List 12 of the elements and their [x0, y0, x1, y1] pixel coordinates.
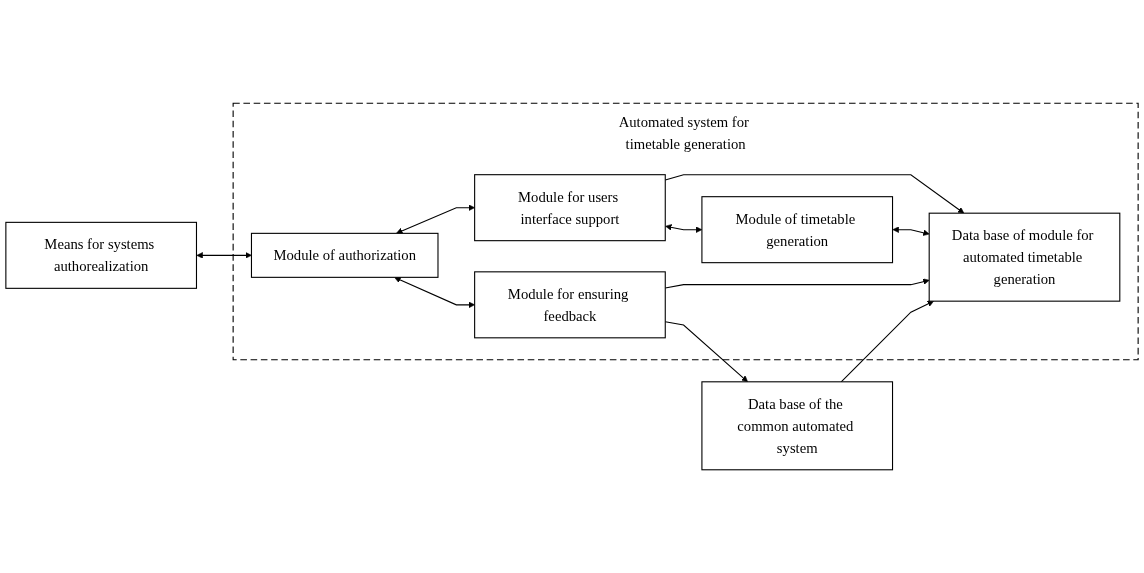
node-box: Module of authorization [250, 232, 439, 278]
arrow [396, 204, 475, 234]
arrow [840, 300, 934, 383]
node-box: Module for users interface support [474, 174, 666, 242]
node-box: Means for systems authorealization [5, 221, 198, 289]
arrow [892, 226, 930, 236]
arrow [196, 252, 252, 259]
node-box: Data base of the common automated system [701, 381, 894, 471]
node-box: Data base of module for automated timetable generation [928, 212, 1121, 302]
arrow [394, 276, 475, 309]
node-box: Module of timetable generation [701, 196, 894, 264]
node-box: Module for ensuring feedback [474, 271, 666, 339]
